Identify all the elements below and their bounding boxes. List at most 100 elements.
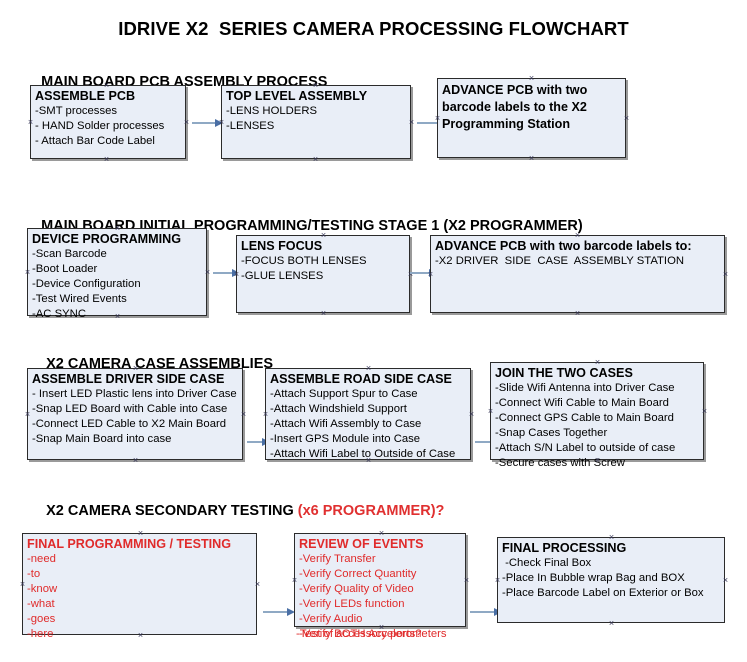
connector-handle-left[interactable] (434, 115, 441, 122)
box-final-programming-testing[interactable]: FINAL PROGRAMMING / TESTING -need -to -k… (19, 530, 257, 640)
connector-handle-bottom[interactable] (137, 632, 144, 639)
connector-handle-bottom[interactable] (132, 457, 139, 464)
section-heading-x2-camera-secondary-testing: X2 CAMERA SECONDARY TESTING (x6 PROGRAMM… (30, 487, 444, 535)
box-title: REVIEW OF EVENTS (299, 537, 424, 551)
page-title: IDRIVE X2 SERIES CAMERA PROCESSING FLOWC… (118, 18, 629, 39)
connector-handle-right[interactable] (254, 581, 261, 588)
connector-handle-right[interactable] (623, 115, 630, 122)
box-line: -goes (27, 613, 56, 625)
connector-handle-right[interactable] (722, 577, 729, 584)
connector-handle-top[interactable] (320, 232, 327, 239)
connector-handle-right[interactable] (204, 269, 211, 276)
connector-handle-left[interactable] (24, 411, 31, 418)
box-line: -Connect Wifi Cable to Main Board (495, 397, 669, 409)
connector-handle-right[interactable] (183, 119, 190, 126)
box-line: -Device Configuration (32, 278, 141, 290)
box-line: - HAND Solder processes (35, 120, 165, 132)
box-assemble-driver-side-case[interactable]: ASSEMBLE DRIVER SIDE CASE - Insert LED P… (27, 368, 243, 460)
connector-handle-bottom[interactable] (114, 313, 121, 320)
connector-handle-top[interactable] (132, 365, 139, 372)
connector-handle-left[interactable] (24, 269, 31, 276)
connector-handle-left[interactable] (233, 271, 240, 278)
connector-handle-right[interactable] (722, 271, 729, 278)
box-join-the-two-cases[interactable]: JOIN THE TWO CASES -Slide Wifi Antenna i… (487, 359, 704, 469)
arrow-driver-side-case-to-road-side-case (247, 437, 270, 446)
box-line: -Attach Support Spur to Case (270, 388, 418, 400)
connector-handle-top[interactable] (528, 75, 535, 82)
connector-handle-right[interactable] (240, 411, 247, 418)
box-final-processing[interactable]: FINAL PROCESSING -Check Final Box -Place… (497, 537, 725, 623)
box-title: ASSEMBLE DRIVER SIDE CASE (32, 372, 225, 386)
box-line: -Check Final Box (502, 557, 592, 569)
connector-handle-top[interactable] (608, 534, 615, 541)
box-lens-focus[interactable]: LENS FOCUS -FOCUS BOTH LENSES -GLUE LENS… (236, 235, 410, 313)
box-advance-pcb-to-driver-side-case-assembly[interactable]: ADVANCE PCB with two barcode labels to: … (430, 235, 725, 313)
connector-handle-top[interactable] (594, 359, 601, 366)
box-line: -FOCUS BOTH LENSES (241, 255, 367, 267)
connector-handle-top[interactable] (378, 530, 385, 537)
connector-handle-bottom[interactable] (365, 457, 372, 464)
arrow-assemble-pcb-to-top-level-assembly (192, 118, 223, 127)
connector-handle-left[interactable] (19, 581, 26, 588)
connector-handle-right[interactable] (463, 577, 470, 584)
arrow-review-of-events-to-final-processing (470, 607, 502, 616)
box-line: -Verify Audio (299, 613, 363, 625)
box-device-programming[interactable]: DEVICE PROGRAMMING -Scan Barcode -Boot L… (24, 225, 207, 320)
connector-handle-right[interactable] (468, 411, 475, 418)
box-line: -Boot Loader (32, 263, 98, 275)
connector-handle-right[interactable] (701, 408, 708, 415)
box-assemble-pcb[interactable]: ASSEMBLE PCB -SMT processes - HAND Solde… (30, 85, 186, 159)
box-line: -Verify LEDs function (299, 598, 405, 610)
box-assemble-road-side-case[interactable]: ASSEMBLE ROAD SIDE CASE -Attach Support … (265, 368, 471, 460)
connector-handle-left[interactable] (427, 271, 434, 278)
arrow-device-programming-to-lens-focus (213, 268, 240, 277)
connector-handle-top[interactable] (114, 225, 121, 232)
connector-handle-right[interactable] (408, 119, 415, 126)
box-title: ASSEMBLE PCB (35, 89, 136, 103)
box-line: -Slide Wifi Antenna into Driver Case (495, 382, 675, 394)
connector-handle-top[interactable] (365, 365, 372, 372)
connector-handle-left[interactable] (494, 577, 501, 584)
box-title: ADVANCE PCB with two barcode labels to: (435, 239, 692, 253)
box-line: -Attach Wifi Label to Outside of Case (270, 448, 456, 460)
connector-handle-left[interactable] (291, 577, 298, 584)
box-line: -LENSES (226, 120, 275, 132)
connector-handle-bottom[interactable] (528, 155, 535, 162)
connector-handle-bottom[interactable] (312, 156, 319, 163)
section-heading-text: X2 CAMERA SECONDARY TESTING (46, 503, 298, 519)
connector-handle-bottom[interactable] (103, 156, 110, 163)
connector-handle-left[interactable] (218, 119, 225, 126)
box-title: JOIN THE TWO CASES (495, 366, 633, 380)
connector-handle-top[interactable] (574, 232, 581, 239)
connector-handle-bottom[interactable] (594, 457, 601, 464)
connector-handle-bottom[interactable] (574, 310, 581, 317)
box-line: -need (27, 553, 56, 565)
box-line: -Snap Main Board into case (32, 433, 172, 445)
box-line: -know (27, 583, 58, 595)
connector-handle-left[interactable] (487, 408, 494, 415)
box-title: DEVICE PROGRAMMING (32, 232, 182, 246)
box-line: -Secure cases with Screw (495, 457, 625, 469)
box-title: ASSEMBLE ROAD SIDE CASE (270, 372, 452, 386)
connector-handle-left[interactable] (27, 119, 34, 126)
box-line: -here (27, 628, 54, 640)
connector-handle-top[interactable] (312, 82, 319, 89)
box-review-of-events[interactable]: REVIEW OF EVENTS -Verify Transfer -Verif… (291, 530, 466, 640)
box-line: -Verify BOTH Accelerometers (299, 628, 447, 640)
box-top-level-assembly[interactable]: TOP LEVEL ASSEMBLY -LENS HOLDERS -LENSES (221, 85, 411, 159)
box-line: -Insert GPS Module into Case (270, 433, 421, 445)
connector-handle-bottom[interactable] (608, 620, 615, 627)
connector-handle-top[interactable] (103, 82, 110, 89)
box-advance-pcb-to-x2-programming-station[interactable]: ADVANCE PCB with two barcode labels to t… (437, 78, 626, 158)
box-title: FINAL PROGRAMMING / TESTING (27, 537, 232, 551)
section-heading-accent: (x6 PROGRAMMER)? (297, 503, 445, 519)
connector-handle-left[interactable] (262, 411, 269, 418)
box-line: -Verify Quality of Video (299, 583, 414, 595)
box-line: -Verify Transfer (299, 553, 376, 565)
connector-handle-bottom[interactable] (320, 310, 327, 317)
box-line: -Snap LED Board with Cable into Case (32, 403, 228, 415)
connector-handle-top[interactable] (137, 530, 144, 537)
box-line: -Connect LED Cable to X2 Main Board (32, 418, 227, 430)
box-line: -Scan Barcode (32, 248, 107, 260)
